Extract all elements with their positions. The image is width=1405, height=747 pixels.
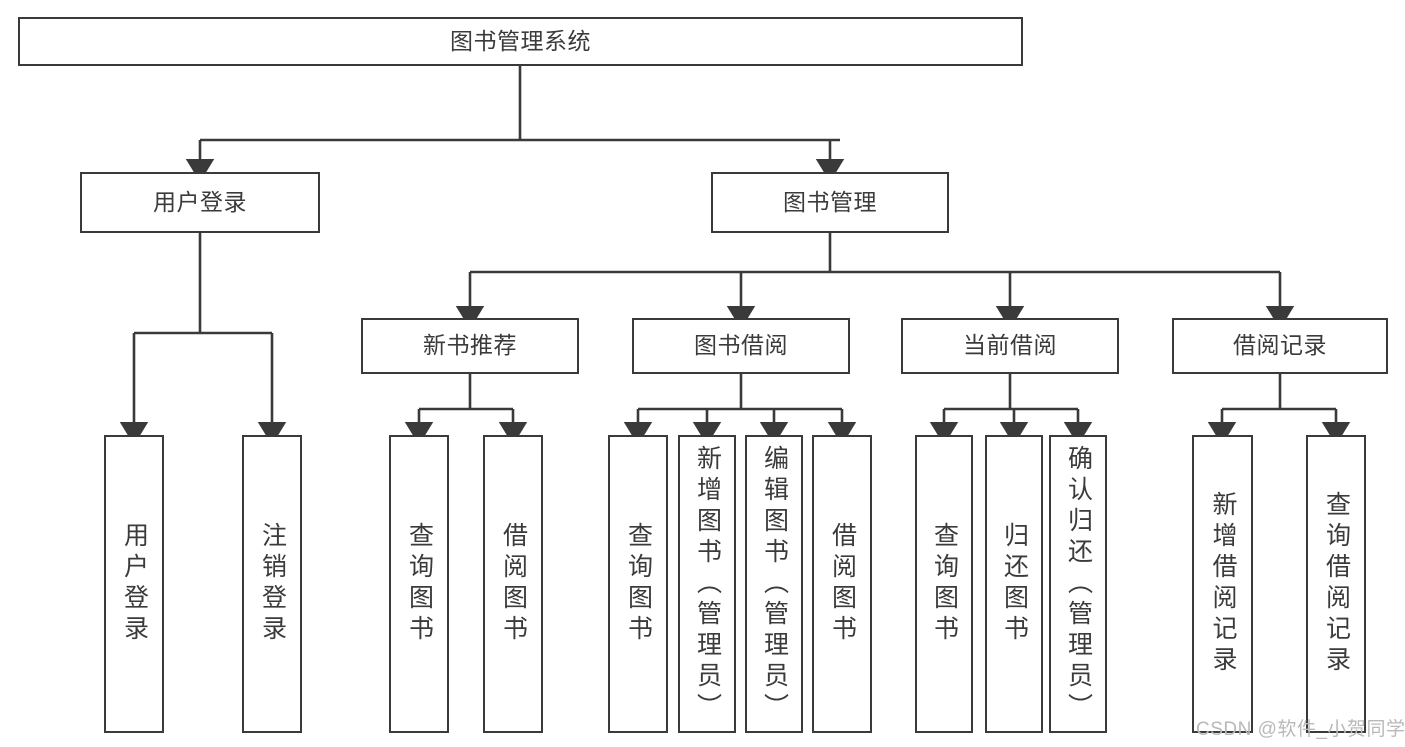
node-book-borrow[interactable]: 图书借阅 <box>632 318 850 374</box>
node-new-book-recommend[interactable]: 新书推荐 <box>361 318 579 374</box>
node-leaf-edit-book-admin[interactable]: 编辑图书（管理员） <box>745 435 803 733</box>
node-root-label: 图书管理系统 <box>450 27 591 54</box>
node-leaf-user-login[interactable]: 用户登录 <box>104 435 164 733</box>
node-leaf-add-book-admin[interactable]: 新增图书（管理员） <box>678 435 736 733</box>
edge-root-to-level1 <box>185 66 845 183</box>
node-leaf-add-book-admin-label: 新增图书（管理员） <box>693 444 722 724</box>
node-leaf-logout-login-label: 注销登录 <box>258 522 287 646</box>
node-leaf-query-book-2-label: 查询图书 <box>624 522 653 646</box>
node-leaf-confirm-return-admin[interactable]: 确认归还（管理员） <box>1049 435 1107 733</box>
node-leaf-logout-login[interactable]: 注销登录 <box>242 435 302 733</box>
node-book-borrow-label: 图书借阅 <box>694 332 788 359</box>
node-leaf-borrow-book-2[interactable]: 借阅图书 <box>812 435 872 733</box>
node-leaf-query-borrow-record[interactable]: 查询借阅记录 <box>1306 435 1366 733</box>
node-leaf-query-book-1-label: 查询图书 <box>405 522 434 646</box>
node-book-manage-label: 图书管理 <box>783 188 877 215</box>
node-leaf-query-book-1[interactable]: 查询图书 <box>389 435 449 733</box>
node-leaf-edit-book-admin-label: 编辑图书（管理员） <box>760 444 789 724</box>
node-leaf-user-login-label: 用户登录 <box>120 522 149 646</box>
node-leaf-query-book-3-label: 查询图书 <box>930 522 959 646</box>
node-leaf-return-book-label: 归还图书 <box>1000 522 1029 646</box>
edge-bookmanage-to-level2 <box>455 233 1295 330</box>
node-user-login[interactable]: 用户登录 <box>80 172 320 233</box>
node-leaf-query-book-2[interactable]: 查询图书 <box>608 435 668 733</box>
node-new-book-recommend-label: 新书推荐 <box>423 332 517 359</box>
node-user-login-label: 用户登录 <box>153 188 247 215</box>
node-book-manage[interactable]: 图书管理 <box>711 172 949 233</box>
node-root[interactable]: 图书管理系统 <box>18 17 1023 66</box>
edge-userlogin-to-leaves <box>119 233 287 446</box>
node-leaf-borrow-book-1[interactable]: 借阅图书 <box>483 435 543 733</box>
node-leaf-add-borrow-record-label: 新增借阅记录 <box>1209 491 1237 677</box>
edge-newbook-to-leaves <box>404 374 528 446</box>
node-leaf-add-borrow-record[interactable]: 新增借阅记录 <box>1192 435 1253 733</box>
node-leaf-query-book-3[interactable]: 查询图书 <box>915 435 973 733</box>
node-leaf-borrow-book-1-label: 借阅图书 <box>499 522 528 646</box>
edge-currentborrow-to-leaves <box>929 374 1093 446</box>
csdn-watermark: CSDN @软件_小贺同学 <box>1196 719 1405 740</box>
node-leaf-borrow-book-2-label: 借阅图书 <box>828 522 857 646</box>
edge-borrowrecord-to-leaves <box>1207 374 1351 446</box>
node-leaf-return-book[interactable]: 归还图书 <box>985 435 1043 733</box>
node-borrow-record[interactable]: 借阅记录 <box>1172 318 1388 374</box>
node-leaf-query-borrow-record-label: 查询借阅记录 <box>1322 491 1351 677</box>
edge-bookborrow-to-leaves <box>623 374 857 446</box>
node-current-borrow[interactable]: 当前借阅 <box>901 318 1119 374</box>
node-borrow-record-label: 借阅记录 <box>1233 332 1327 359</box>
node-current-borrow-label: 当前借阅 <box>963 332 1057 359</box>
node-leaf-confirm-return-admin-label: 确认归还（管理员） <box>1064 444 1093 724</box>
